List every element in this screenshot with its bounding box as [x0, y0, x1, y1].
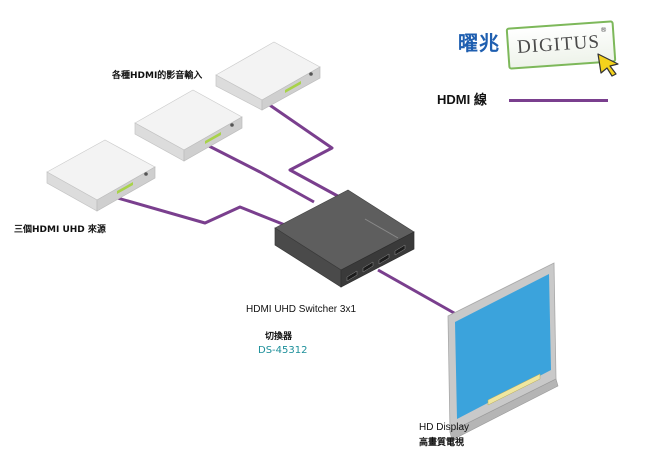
- hdmi-source-device: [215, 41, 321, 111]
- display-chinese-label: 高畫質電視: [419, 438, 465, 448]
- cable-source-top: [257, 95, 346, 202]
- hdmi-source-device: [134, 89, 243, 162]
- cable-source-middle: [204, 142, 315, 204]
- registered-mark: ®: [599, 25, 608, 35]
- display-name-label: HD Display: [419, 422, 470, 433]
- switcher-name-label: HDMI UHD Switcher 3x1: [246, 304, 357, 315]
- legend-label: HDMI 線: [437, 92, 487, 107]
- sources-top-label: 各種HDMI的影音輸入: [112, 71, 203, 81]
- hdmi-cables: [71, 95, 471, 324]
- switcher-chinese-label: 切換器: [265, 332, 293, 342]
- sources-left-label: 三個HDMI UHD 來源: [14, 225, 106, 235]
- legend-line-swatch: [509, 99, 608, 102]
- hdmi-source-device: [46, 139, 156, 212]
- hd-display: [447, 262, 559, 441]
- brand-name: DIGITUS: [516, 31, 601, 59]
- cursor-arrow-icon: [597, 53, 619, 77]
- brand-chinese-name: 曜兆: [458, 31, 500, 55]
- cable-source-left: [71, 183, 286, 227]
- model-number: DS-45312: [258, 345, 308, 356]
- hdmi-switcher: [274, 189, 415, 288]
